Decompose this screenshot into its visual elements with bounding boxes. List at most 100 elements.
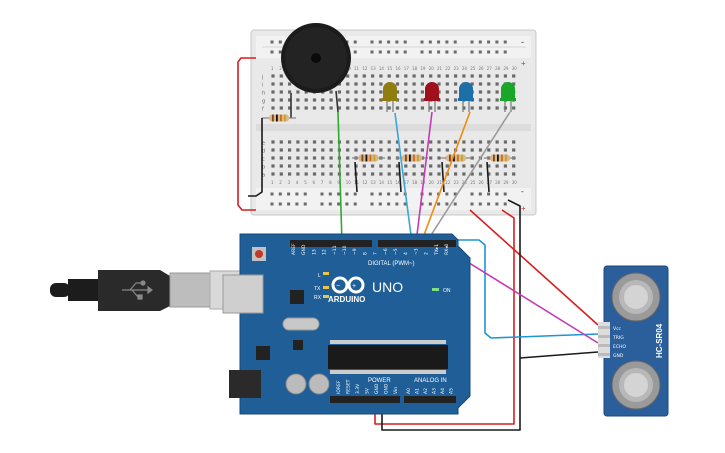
breadboard-hole[interactable] <box>470 140 474 144</box>
usb-cable[interactable] <box>50 270 245 311</box>
breadboard-hole[interactable] <box>346 148 350 152</box>
wire-gray-led[interactable] <box>425 111 511 244</box>
breadboard-hole[interactable] <box>279 82 283 86</box>
rail-hole[interactable] <box>437 40 441 44</box>
breadboard-hole[interactable] <box>404 82 408 86</box>
breadboard-hole[interactable] <box>437 106 441 110</box>
breadboard-hole[interactable] <box>445 148 449 152</box>
breadboard-hole[interactable] <box>304 140 308 144</box>
breadboard-hole[interactable] <box>296 106 300 110</box>
rail-hole[interactable] <box>503 202 507 206</box>
rail-hole[interactable] <box>470 50 474 54</box>
breadboard-hole[interactable] <box>288 106 292 110</box>
rail-hole[interactable] <box>345 192 349 196</box>
breadboard-hole[interactable] <box>429 172 433 176</box>
rail-hole[interactable] <box>370 192 374 196</box>
breadboard-hole[interactable] <box>512 82 516 86</box>
breadboard-hole[interactable] <box>462 172 466 176</box>
breadboard-hole[interactable] <box>462 140 466 144</box>
rail-hole[interactable] <box>420 40 424 44</box>
breadboard-hole[interactable] <box>454 172 458 176</box>
breadboard-hole[interactable] <box>279 106 283 110</box>
breadboard-hole[interactable] <box>412 90 416 94</box>
breadboard-hole[interactable] <box>429 148 433 152</box>
breadboard-hole[interactable] <box>395 82 400 86</box>
breadboard-hole[interactable] <box>304 156 308 160</box>
rail-hole[interactable] <box>495 192 499 196</box>
rail-hole[interactable] <box>387 202 391 206</box>
breadboard-hole[interactable] <box>362 106 366 110</box>
breadboard-hole[interactable] <box>329 156 333 160</box>
rail-hole[interactable] <box>453 50 457 54</box>
breadboard-hole[interactable] <box>379 90 383 94</box>
breadboard-hole[interactable] <box>454 98 458 102</box>
rail-hole[interactable] <box>470 192 474 196</box>
rail-hole[interactable] <box>328 192 332 196</box>
wire-black-ground[interactable] <box>381 199 521 431</box>
breadboard-hole[interactable] <box>329 172 333 176</box>
breadboard-hole[interactable] <box>362 140 366 144</box>
breadboard-hole[interactable] <box>321 140 325 144</box>
breadboard-hole[interactable] <box>478 172 483 176</box>
rail-hole[interactable] <box>378 50 382 54</box>
breadboard-hole[interactable] <box>412 148 416 152</box>
breadboard-hole[interactable] <box>429 140 433 144</box>
breadboard-hole[interactable] <box>462 148 466 152</box>
led-red[interactable] <box>424 82 440 112</box>
breadboard-hole[interactable] <box>271 148 275 152</box>
breadboard-hole[interactable] <box>412 82 416 86</box>
rail-hole[interactable] <box>420 202 424 206</box>
breadboard-hole[interactable] <box>379 82 383 86</box>
breadboard-hole[interactable] <box>478 90 483 94</box>
breadboard-hole[interactable] <box>420 98 424 102</box>
breadboard-hole[interactable] <box>288 172 292 176</box>
rail-hole[interactable] <box>478 40 482 44</box>
breadboard-hole[interactable] <box>470 156 474 160</box>
rail-hole[interactable] <box>353 192 357 196</box>
rail-hole[interactable] <box>353 40 357 44</box>
breadboard-hole[interactable] <box>329 106 333 110</box>
breadboard-hole[interactable] <box>487 106 491 110</box>
breadboard-hole[interactable] <box>420 90 424 94</box>
resistor-4[interactable] <box>440 154 472 162</box>
breadboard-hole[interactable] <box>412 172 416 176</box>
rail-hole[interactable] <box>445 202 449 206</box>
rail-hole[interactable] <box>370 40 374 44</box>
breadboard-hole[interactable] <box>404 106 408 110</box>
rail-hole[interactable] <box>270 202 274 206</box>
breadboard-hole[interactable] <box>329 98 333 102</box>
breadboard-hole[interactable] <box>454 90 458 94</box>
breadboard-hole[interactable] <box>429 106 433 110</box>
rail-hole[interactable] <box>395 192 399 196</box>
breadboard-hole[interactable] <box>495 98 499 102</box>
breadboard-hole[interactable] <box>346 74 350 78</box>
breadboard-hole[interactable] <box>346 156 350 160</box>
wire-red-power-5v[interactable] <box>374 209 515 425</box>
breadboard-hole[interactable] <box>478 148 483 152</box>
breadboard-hole[interactable] <box>395 164 400 168</box>
sensor-pin[interactable] <box>598 335 610 338</box>
rail-hole[interactable] <box>403 202 407 206</box>
breadboard-hole[interactable] <box>429 74 433 78</box>
wire-green-buzzer[interactable] <box>337 111 343 244</box>
breadboard-hole[interactable] <box>454 164 458 168</box>
rail-hole[interactable] <box>453 40 457 44</box>
breadboard-hole[interactable] <box>495 106 499 110</box>
breadboard-hole[interactable] <box>337 98 341 102</box>
breadboard-hole[interactable] <box>387 148 391 152</box>
breadboard-hole[interactable] <box>437 140 441 144</box>
sensor-pin[interactable] <box>598 344 610 347</box>
breadboard-hole[interactable] <box>346 164 350 168</box>
breadboard-hole[interactable] <box>329 140 333 144</box>
breadboard-hole[interactable] <box>371 74 375 78</box>
rail-hole[interactable] <box>420 50 424 54</box>
rail-hole[interactable] <box>278 192 282 196</box>
breadboard-hole[interactable] <box>354 82 358 86</box>
breadboard-hole[interactable] <box>420 164 424 168</box>
breadboard-hole[interactable] <box>346 82 350 86</box>
breadboard-hole[interactable] <box>346 90 350 94</box>
rail-hole[interactable] <box>395 50 399 54</box>
breadboard-hole[interactable] <box>362 90 366 94</box>
breadboard-hole[interactable] <box>379 106 383 110</box>
